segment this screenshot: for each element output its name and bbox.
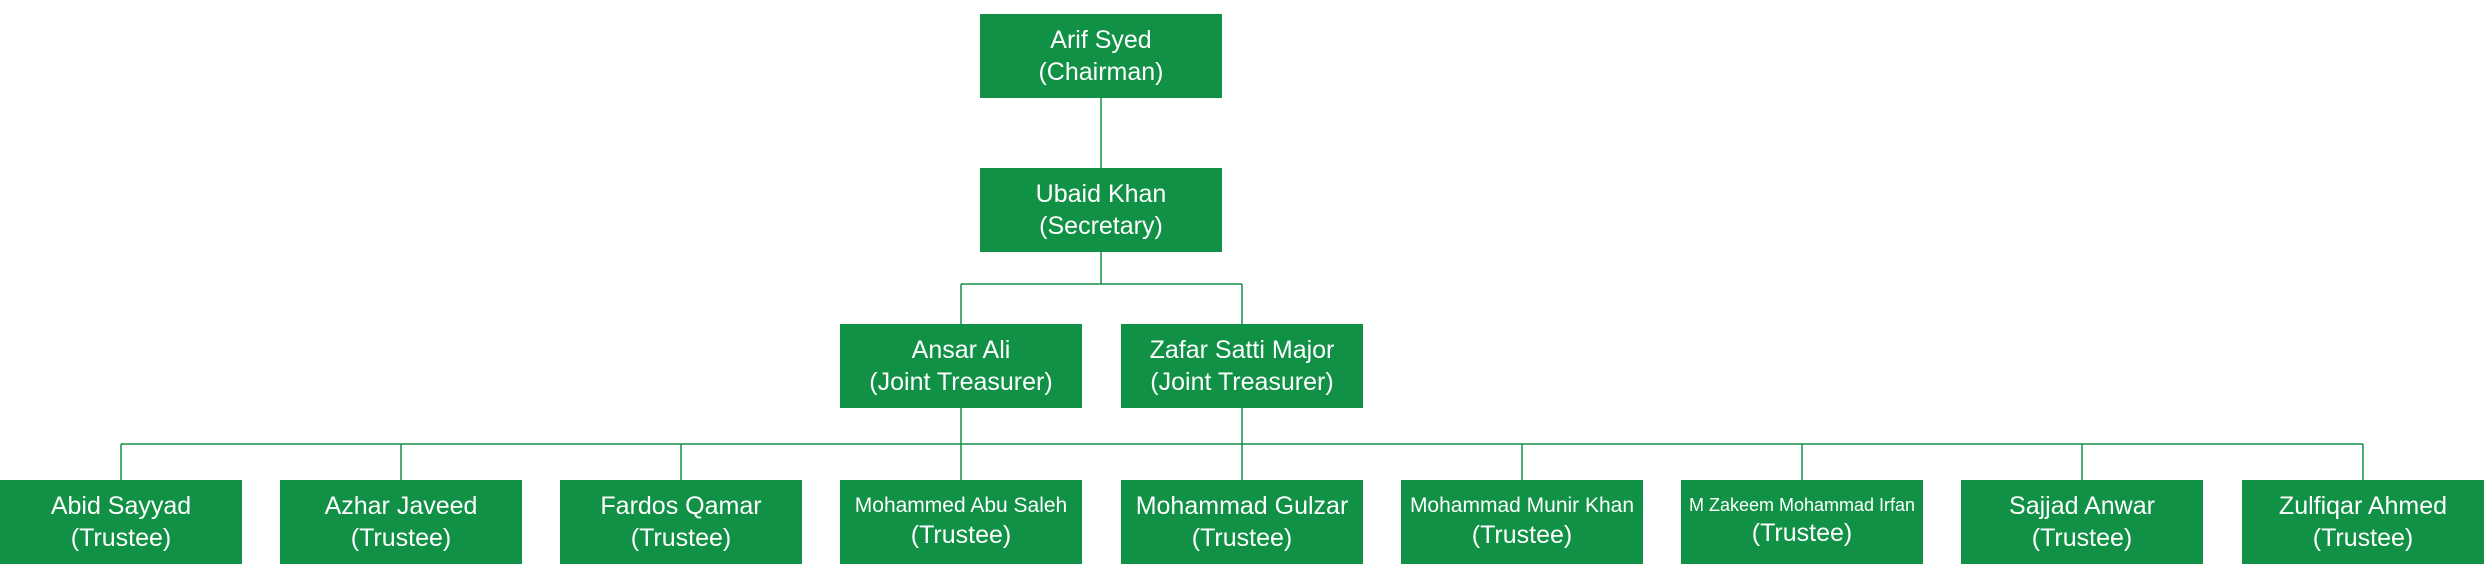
node-name: M Zakeem Mohammad Irfan xyxy=(1688,495,1916,516)
node-trustee-7: M Zakeem Mohammad Irfan (Trustee) xyxy=(1681,480,1923,564)
node-role: (Secretary) xyxy=(1039,212,1163,240)
node-name: Sajjad Anwar xyxy=(2009,491,2155,520)
node-trustee-3: Fardos Qamar (Trustee) xyxy=(560,480,802,564)
node-name: Mohammad Gulzar xyxy=(1135,491,1349,520)
node-role: (Trustee) xyxy=(350,524,452,552)
node-trustee-5: Mohammad Gulzar (Trustee) xyxy=(1121,480,1363,564)
node-name: Mohammad Munir Khan xyxy=(1409,494,1635,518)
node-name: Azhar Javeed xyxy=(324,491,478,520)
node-name: Arif Syed xyxy=(1050,25,1152,54)
node-trustee-9: Zulfiqar Ahmed (Trustee) xyxy=(2242,480,2484,564)
node-chairman: Arif Syed (Chairman) xyxy=(980,14,1222,98)
node-name: Mohammed Abu Saleh xyxy=(854,494,1068,518)
node-secretary: Ubaid Khan (Secretary) xyxy=(980,168,1222,252)
node-trustee-6: Mohammad Munir Khan (Trustee) xyxy=(1401,480,1643,564)
node-role: (Joint Treasurer) xyxy=(1150,368,1334,396)
node-role: (Trustee) xyxy=(1751,519,1853,548)
node-role: (Trustee) xyxy=(70,524,172,552)
node-role: (Trustee) xyxy=(2312,524,2414,552)
node-joint-treasurer-1: Ansar Ali (Joint Treasurer) xyxy=(840,324,1082,408)
node-name: Zafar Satti Major xyxy=(1149,335,1335,364)
node-name: Fardos Qamar xyxy=(600,491,762,520)
node-role: (Trustee) xyxy=(2031,524,2133,552)
node-role: (Trustee) xyxy=(630,524,732,552)
node-role: (Trustee) xyxy=(1191,524,1293,552)
node-role: (Trustee) xyxy=(910,521,1012,550)
node-trustee-8: Sajjad Anwar (Trustee) xyxy=(1961,480,2203,564)
node-name: Zulfiqar Ahmed xyxy=(2278,491,2448,520)
node-trustee-1: Abid Sayyad (Trustee) xyxy=(0,480,242,564)
node-trustee-4: Mohammed Abu Saleh (Trustee) xyxy=(840,480,1082,564)
node-trustee-2: Azhar Javeed (Trustee) xyxy=(280,480,522,564)
node-name: Abid Sayyad xyxy=(50,491,192,520)
node-name: Ubaid Khan xyxy=(1035,179,1167,208)
node-role: (Joint Treasurer) xyxy=(869,368,1053,396)
node-joint-treasurer-2: Zafar Satti Major (Joint Treasurer) xyxy=(1121,324,1363,408)
node-role: (Trustee) xyxy=(1471,521,1573,550)
node-name: Ansar Ali xyxy=(911,335,1011,364)
node-role: (Chairman) xyxy=(1038,58,1164,86)
